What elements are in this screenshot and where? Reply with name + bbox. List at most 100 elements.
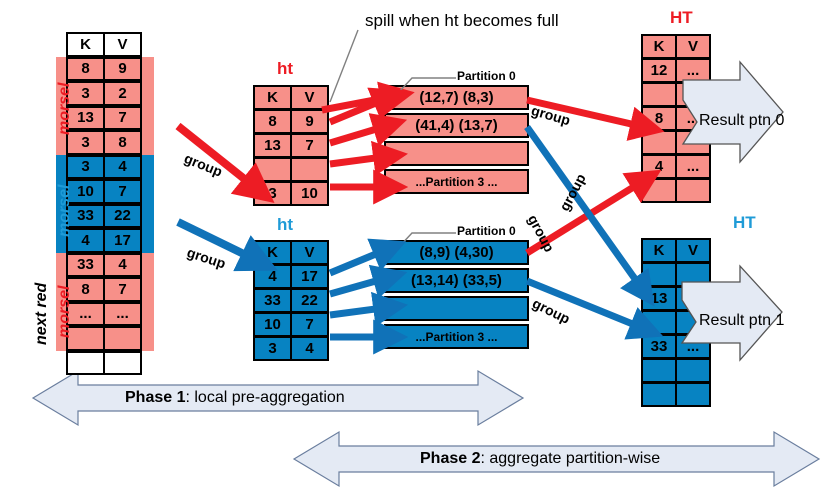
ht-result-red-cell-k-4: 4 [641, 154, 677, 179]
ht-result-red-cell-k-5 [641, 178, 677, 203]
ht-result-red-title: HT [670, 8, 693, 27]
ht-blue-cell-v-0: 17 [290, 264, 329, 289]
group-label-1: group [182, 150, 225, 180]
phase-1-label: Phase 1: local pre-aggregation [125, 389, 345, 407]
input-cell-k-12 [66, 350, 105, 375]
phase-1-rest: : local pre-aggregation [185, 389, 345, 406]
ht-blue-cell-k-2: 10 [253, 312, 292, 337]
input-cell-k-8: 33 [66, 252, 105, 277]
partition-red-bar-2 [384, 141, 529, 166]
morsel-label-red-1: morsel [56, 82, 73, 135]
input-cell-v-8: 4 [103, 252, 142, 277]
ht-red-cell-v-3: 10 [290, 181, 329, 206]
arrow-htblue-to-part-0 [328, 238, 407, 277]
partition-blue-bar-0: (8,9) (4,30) [384, 240, 529, 265]
ht-result-red-cell-k-1 [641, 82, 677, 107]
input-cell-v-6: 22 [103, 203, 142, 228]
input-header-k: K [66, 32, 105, 57]
partition-red-bar-1: (41,4) (13,7) [384, 113, 529, 138]
ht-result-blue-cell-k-2 [641, 310, 677, 335]
ht-red-cell-k-1: 13 [253, 133, 292, 158]
partition-blue-bar-3: ...Partition 3 ... [384, 324, 529, 349]
ht-result-blue-cell-v-1: ... [675, 286, 711, 311]
next-red-label: next red [33, 282, 50, 345]
input-cell-v-11 [103, 326, 142, 351]
input-cell-v-9: 7 [103, 277, 142, 302]
input-cell-k-4: 3 [66, 154, 105, 179]
input-cell-k-1: 3 [66, 81, 105, 106]
input-cell-v-10: ... [103, 301, 142, 326]
input-header-v: V [103, 32, 142, 57]
ht-result-blue-cell-k-4 [641, 358, 677, 383]
input-cell-k-6: 33 [66, 203, 105, 228]
partition-red-bar-3: ...Partition 3 ... [384, 169, 529, 194]
ht-red-cell-k-3: 3 [253, 181, 292, 206]
input-cell-v-12 [103, 350, 142, 375]
input-cell-k-2: 13 [66, 105, 105, 130]
ht-result-blue-cell-k-3: 33 [641, 334, 677, 359]
input-cell-k-0: 8 [66, 56, 105, 81]
arrow-htred-to-part-2 [329, 140, 408, 176]
ht-blue-cell-k-3: 3 [253, 336, 292, 361]
ht-result-red-cell-k-2: 8 [641, 106, 677, 131]
ht-blue-cell-v-3: 4 [290, 336, 329, 361]
ht-red-cell-k-0: 8 [253, 109, 292, 134]
input-cell-v-3: 8 [103, 130, 142, 155]
ht-blue-cell-v-1: 22 [290, 288, 329, 313]
ht-result-blue-cell-k-1: 13 [641, 286, 677, 311]
ht-blue-header-v: V [290, 240, 329, 265]
ht-result-red-cell-v-0: ... [675, 58, 711, 83]
ht-result-blue-cell-v-3: ... [675, 334, 711, 359]
phase-2-label: Phase 2: aggregate partition-wise [420, 450, 660, 468]
ht-result-red-header-v: V [675, 34, 711, 59]
input-cell-v-4: 4 [103, 154, 142, 179]
ht-blue-header-k: K [253, 240, 292, 265]
ht-result-red-cell-k-3 [641, 130, 677, 155]
ht-red-title: ht [277, 59, 294, 78]
arrow-htred-to-part-0 [328, 87, 407, 126]
ht-result-red-cell-v-4: ... [675, 154, 711, 179]
group-label-6: group [529, 295, 573, 327]
ht-result-red-cell-v-3 [675, 130, 711, 155]
partition-label-blue: Partition 0 [457, 224, 516, 238]
ht-red-cell-v-0: 9 [290, 109, 329, 134]
arrow-partred1-to-htresult-blue [524, 124, 655, 307]
ht-result-red-header-k: K [641, 34, 677, 59]
ht-red-cell-v-2 [290, 157, 329, 182]
arrow-htblue-to-part-1 [329, 264, 408, 299]
spill-note: spill when ht becomes full [365, 11, 559, 30]
ht-result-blue-cell-v-0 [675, 262, 711, 287]
group-label-5: group [524, 212, 558, 255]
group-label-2: group [185, 244, 228, 272]
morsel-label-blue: morsel [56, 184, 73, 237]
ht-result-blue-cell-k-5 [641, 382, 677, 407]
group-label-3: group [529, 102, 573, 129]
phase-2-rest: : aggregate partition-wise [480, 450, 661, 467]
ht-result-red-cell-v-1 [675, 82, 711, 107]
morsel-label-red-2: morsel [56, 285, 73, 338]
input-cell-v-5: 7 [103, 179, 142, 204]
group-label-4: group [556, 170, 589, 214]
ht-result-blue-cell-k-0 [641, 262, 677, 287]
ht-result-blue-cell-v-4 [675, 358, 711, 383]
ht-result-red-cell-v-5 [675, 178, 711, 203]
phase-1-bold: Phase 1 [125, 389, 186, 406]
result-ptn-1-label: Result ptn 1 [699, 312, 785, 329]
input-cell-k-9: 8 [66, 277, 105, 302]
spill-leader-line [329, 29, 359, 103]
ht-result-red-cell-k-0: 12 [641, 58, 677, 83]
input-cell-v-0: 9 [103, 56, 142, 81]
ht-blue-cell-k-1: 33 [253, 288, 292, 313]
input-cell-v-2: 7 [103, 105, 142, 130]
ht-blue-cell-v-2: 7 [290, 312, 329, 337]
ht-blue-cell-k-0: 4 [253, 264, 292, 289]
input-cell-k-7: 4 [66, 228, 105, 253]
result-ptn-0-label: Result ptn 0 [699, 112, 785, 129]
ht-result-blue-title: HT [733, 213, 756, 232]
partition-blue-bar-1: (13,14) (33,5) [384, 268, 529, 293]
arrow-htblue-to-part-2 [329, 291, 408, 327]
ht-red-header-v: V [290, 85, 329, 110]
ht-red-cell-v-1: 7 [290, 133, 329, 158]
ht-result-blue-header-k: K [641, 238, 677, 263]
